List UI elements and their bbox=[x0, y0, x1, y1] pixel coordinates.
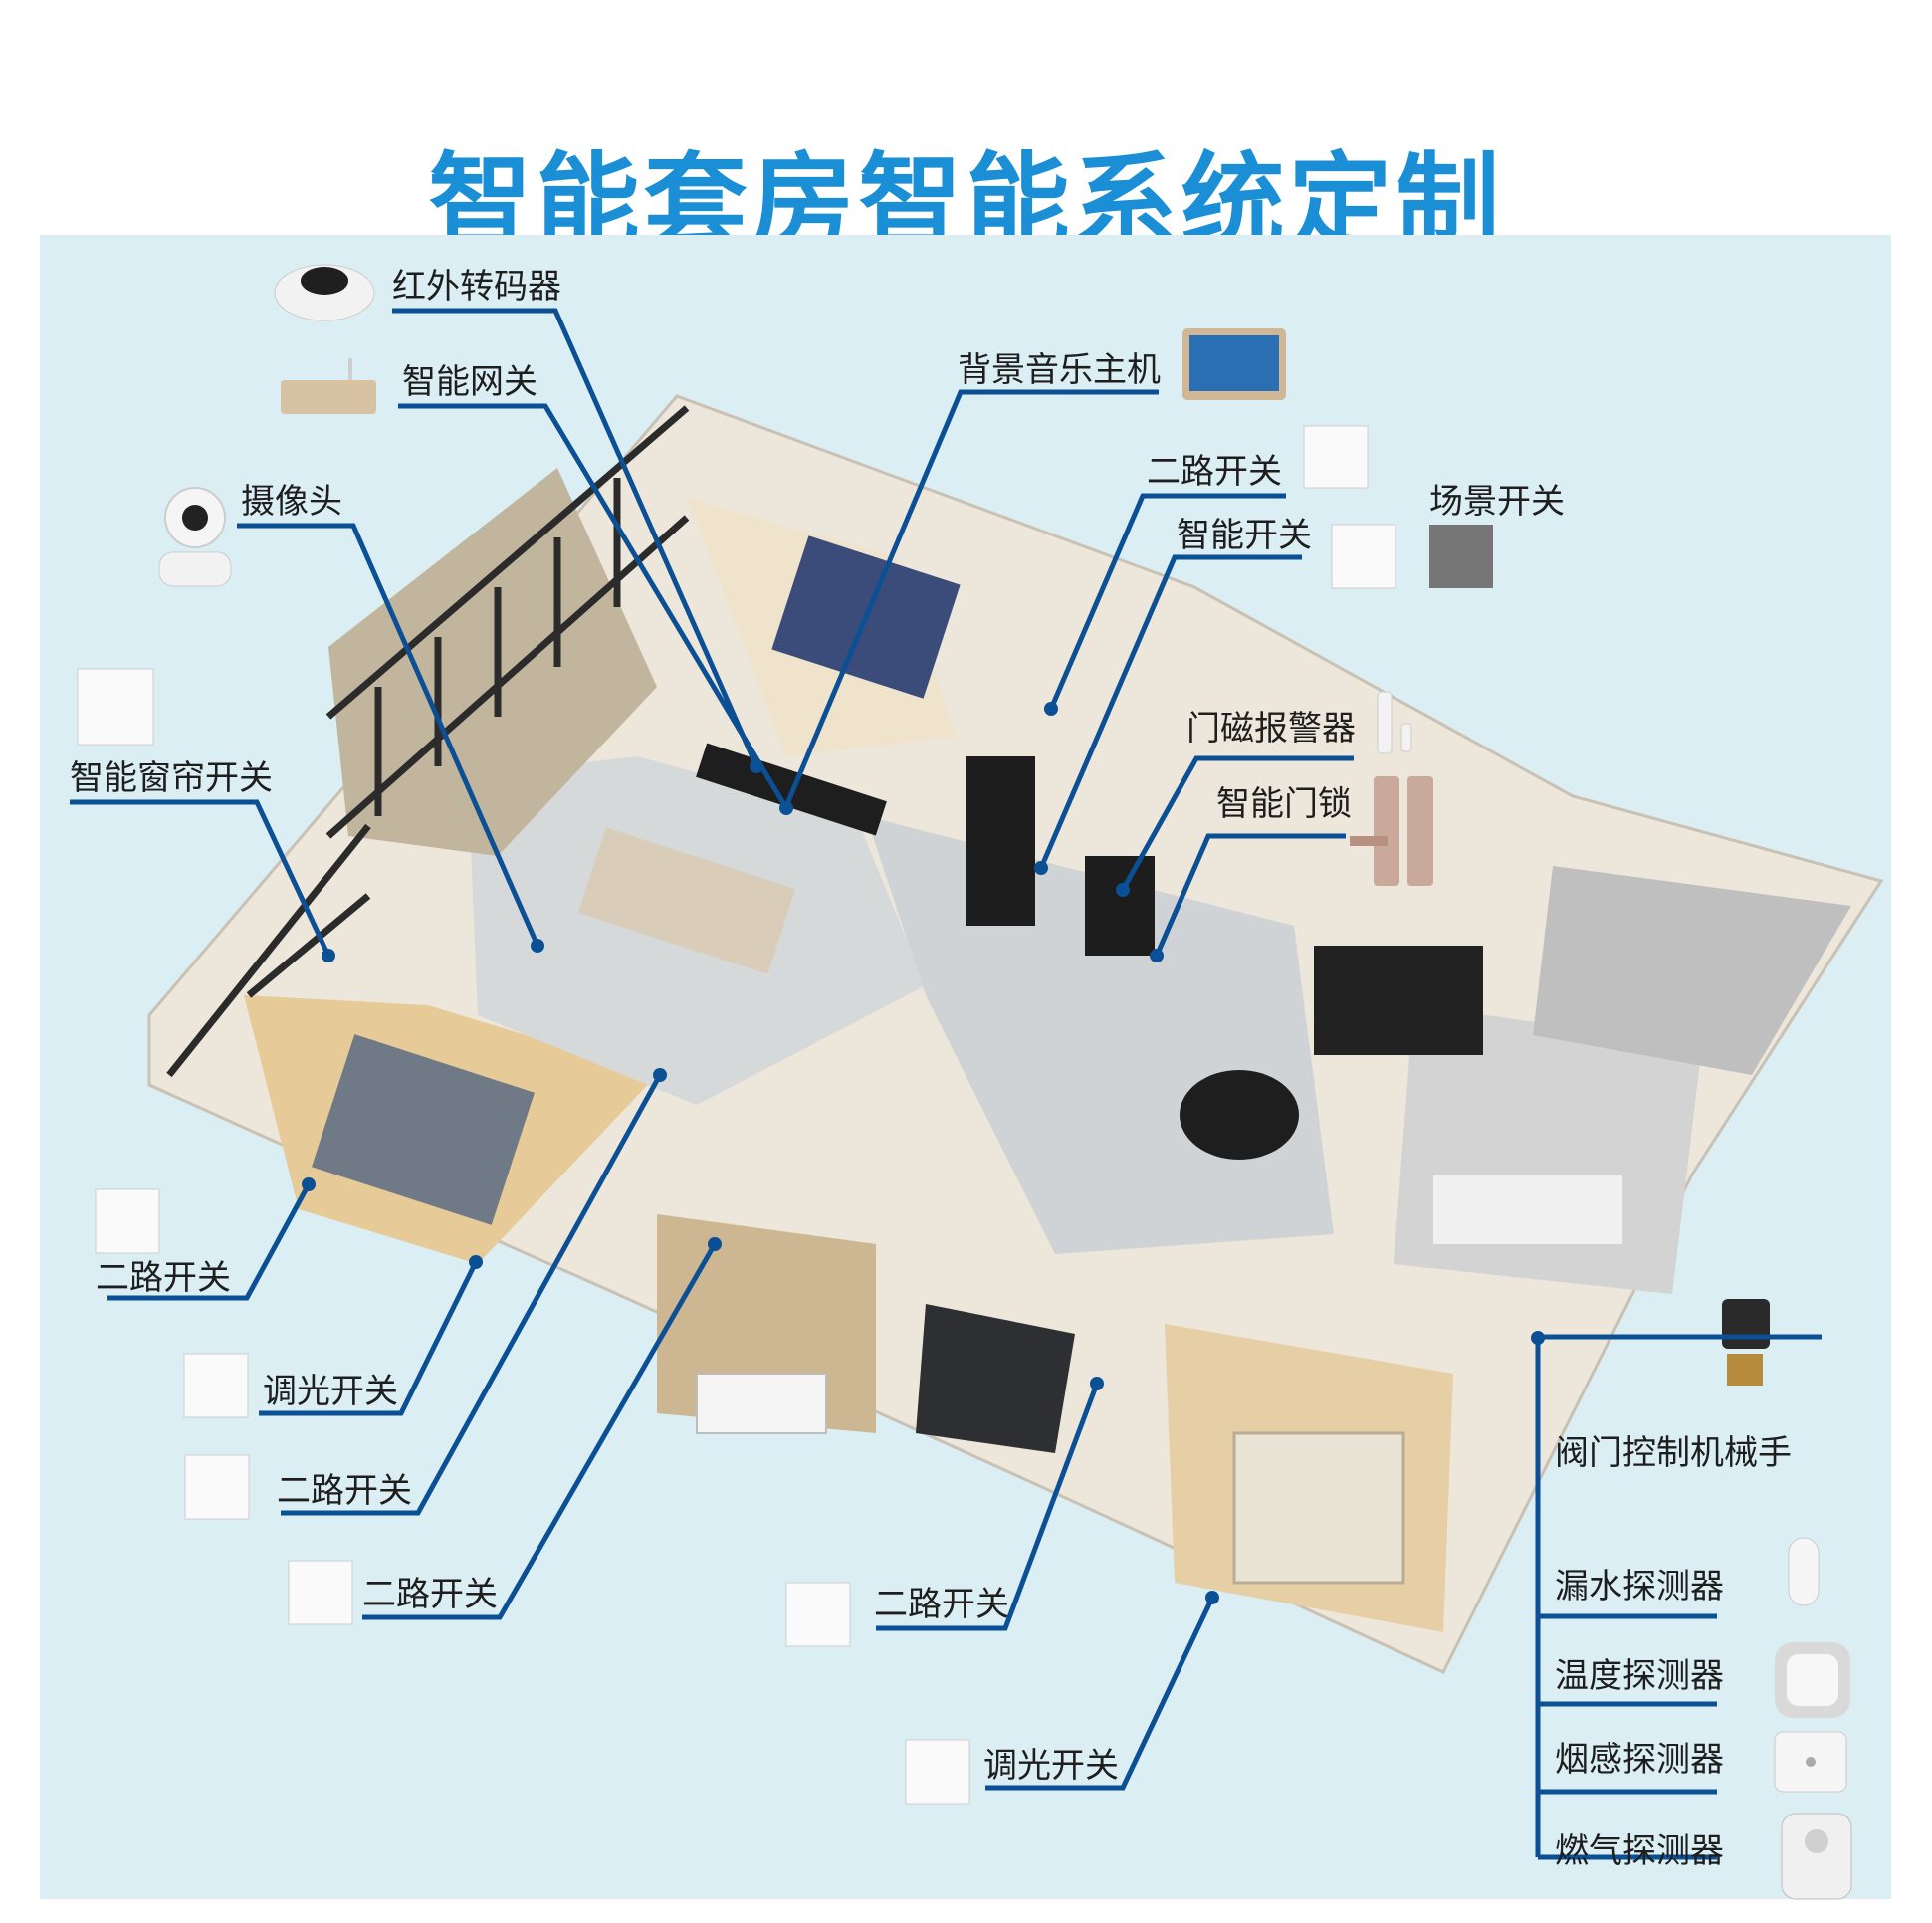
bathtub bbox=[696, 1373, 827, 1434]
label-two-way-switch-bottom: 二路开关 bbox=[874, 1585, 1009, 1624]
label-scene-switch: 场景开关 bbox=[1429, 482, 1565, 522]
label-smart-lock: 智能门锁 bbox=[1216, 784, 1352, 824]
label-gateway: 智能网关 bbox=[402, 362, 537, 402]
two-way-switch-bottom-icon bbox=[785, 1582, 851, 1647]
leader-endpoints bbox=[302, 702, 1545, 1604]
guest-bed bbox=[1232, 1431, 1405, 1585]
label-temp-detector: 温度探测器 bbox=[1555, 1656, 1724, 1696]
label-dimmer-left: 调光开关 bbox=[263, 1372, 398, 1411]
smart-lock-icon bbox=[1350, 776, 1433, 886]
ir-converter-icon bbox=[274, 264, 375, 321]
smart-switch-icon bbox=[1331, 524, 1396, 589]
label-camera: 摄像头 bbox=[241, 482, 342, 522]
bar-cabinet bbox=[1314, 946, 1483, 1055]
camera-icon bbox=[158, 487, 232, 587]
sofa bbox=[577, 827, 796, 974]
label-ir-converter: 红外转码器 bbox=[392, 267, 561, 307]
label-leak-detector: 漏水探测器 bbox=[1555, 1567, 1724, 1606]
floorplan bbox=[147, 394, 1884, 1674]
music-host-icon bbox=[1182, 328, 1286, 400]
shower-floor bbox=[916, 1304, 1075, 1453]
master-bed bbox=[312, 1034, 535, 1225]
label-gas-detector: 燃气探测器 bbox=[1555, 1831, 1724, 1871]
label-smoke-detector: 烟感探测器 bbox=[1555, 1740, 1724, 1780]
windows bbox=[166, 405, 690, 1078]
label-two-way-switch-mid2: 二路开关 bbox=[362, 1575, 498, 1614]
device-icons bbox=[77, 264, 1852, 1900]
two-way-switch-mid1-icon bbox=[184, 1454, 250, 1520]
label-two-way-switch-top: 二路开关 bbox=[1147, 452, 1282, 492]
fridge bbox=[966, 756, 1035, 926]
two-way-switch-left-icon bbox=[95, 1188, 160, 1254]
dimmer-left-icon bbox=[183, 1353, 249, 1418]
dimmer-bottom-icon bbox=[905, 1739, 970, 1805]
two-way-switch-top-icon bbox=[1303, 425, 1369, 489]
label-dimmer-bottom: 调光开关 bbox=[983, 1746, 1119, 1786]
curtain-switch-icon bbox=[77, 668, 154, 746]
gas-detector-icon bbox=[1781, 1813, 1852, 1900]
leak-detector-icon bbox=[1788, 1537, 1820, 1606]
valve-manipulator-icon bbox=[1722, 1299, 1770, 1386]
label-valve-manipulator: 阀门控制机械手 bbox=[1555, 1433, 1792, 1473]
label-two-way-switch-mid1: 二路开关 bbox=[277, 1471, 412, 1511]
temperature-detector-icon bbox=[1775, 1642, 1850, 1718]
kitchen-counter bbox=[1433, 1175, 1622, 1244]
label-curtain-switch: 智能窗帘开关 bbox=[70, 758, 273, 798]
label-two-way-switch-left: 二路开关 bbox=[96, 1258, 231, 1298]
leader-lines bbox=[70, 308, 1822, 1860]
door-sensor-icon bbox=[1377, 691, 1412, 754]
laundry-floor bbox=[1533, 866, 1851, 1075]
entry-door bbox=[1085, 856, 1155, 956]
label-door-sensor: 门磁报警器 bbox=[1186, 709, 1356, 748]
gateway-icon bbox=[281, 358, 376, 414]
label-smart-switch: 智能开关 bbox=[1177, 516, 1312, 555]
smoke-detector-icon bbox=[1774, 1731, 1847, 1793]
dining-table bbox=[1180, 1070, 1299, 1160]
label-bgm-host: 背景音乐主机 bbox=[958, 350, 1161, 390]
two-way-switch-mid2-icon bbox=[288, 1560, 353, 1625]
scene-switch-icon bbox=[1429, 525, 1493, 588]
